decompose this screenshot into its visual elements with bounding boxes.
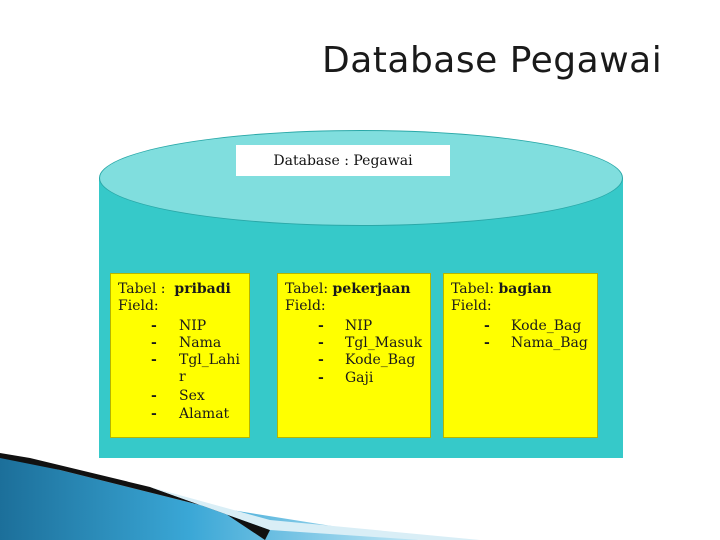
field-item: Tgl_Lahi <box>179 352 240 368</box>
bullet-dash: - <box>151 388 157 404</box>
database-label: Database : Pegawai <box>236 145 450 176</box>
bullet-dash: - <box>151 335 157 351</box>
table-name: pribadi <box>174 281 231 297</box>
wedge-blue-shape <box>0 455 420 540</box>
field-item: Nama <box>179 335 222 351</box>
wedge-light-stroke <box>150 487 480 540</box>
table-bagian: Tabel: bagian Field: - Kode_Bag - Nama_B… <box>443 273 598 438</box>
slide-title: Database Pegawai <box>322 40 663 81</box>
field-label: Field: <box>118 298 159 314</box>
bullet-dash: - <box>318 352 324 368</box>
field-item: Tgl_Masuk <box>345 335 423 351</box>
bullet-dash: - <box>318 318 324 334</box>
bullet-dash: - <box>151 406 157 422</box>
table-name: bagian <box>498 281 552 297</box>
table-heading: Tabel: bagian <box>451 281 552 298</box>
bullet-dash: - <box>484 318 490 334</box>
table-heading: Tabel: pekerjaan <box>285 281 411 298</box>
field-item: NIP <box>179 318 207 334</box>
field-item: Alamat <box>179 406 230 422</box>
field-item: Gaji <box>345 370 374 386</box>
field-label: Field: <box>451 298 492 314</box>
bullet-dash: - <box>318 335 324 351</box>
table-prefix: Tabel: <box>285 281 329 297</box>
table-pekerjaan: Tabel: pekerjaan Field: - NIP - Tgl_Masu… <box>277 273 431 438</box>
table-prefix: Tabel: <box>451 281 495 297</box>
table-prefix: Tabel : <box>118 281 166 297</box>
table-name: pekerjaan <box>332 281 411 297</box>
field-item: Nama_Bag <box>511 335 588 351</box>
wedge-black-stroke <box>0 453 270 540</box>
bullet-dash: - <box>151 352 157 368</box>
bullet-dash: - <box>318 370 324 386</box>
field-item: Kode_Bag <box>345 352 416 368</box>
field-item: Sex <box>179 388 205 404</box>
field-item: NIP <box>345 318 373 334</box>
bullet-dash: - <box>151 318 157 334</box>
field-item: Kode_Bag <box>511 318 582 334</box>
table-heading: Tabel : pribadi <box>118 281 231 298</box>
field-label: Field: <box>285 298 326 314</box>
bullet-dash: - <box>484 335 490 351</box>
table-pribadi: Tabel : pribadi Field: - NIP - Nama - Tg… <box>110 273 250 438</box>
field-item: r <box>179 369 186 385</box>
